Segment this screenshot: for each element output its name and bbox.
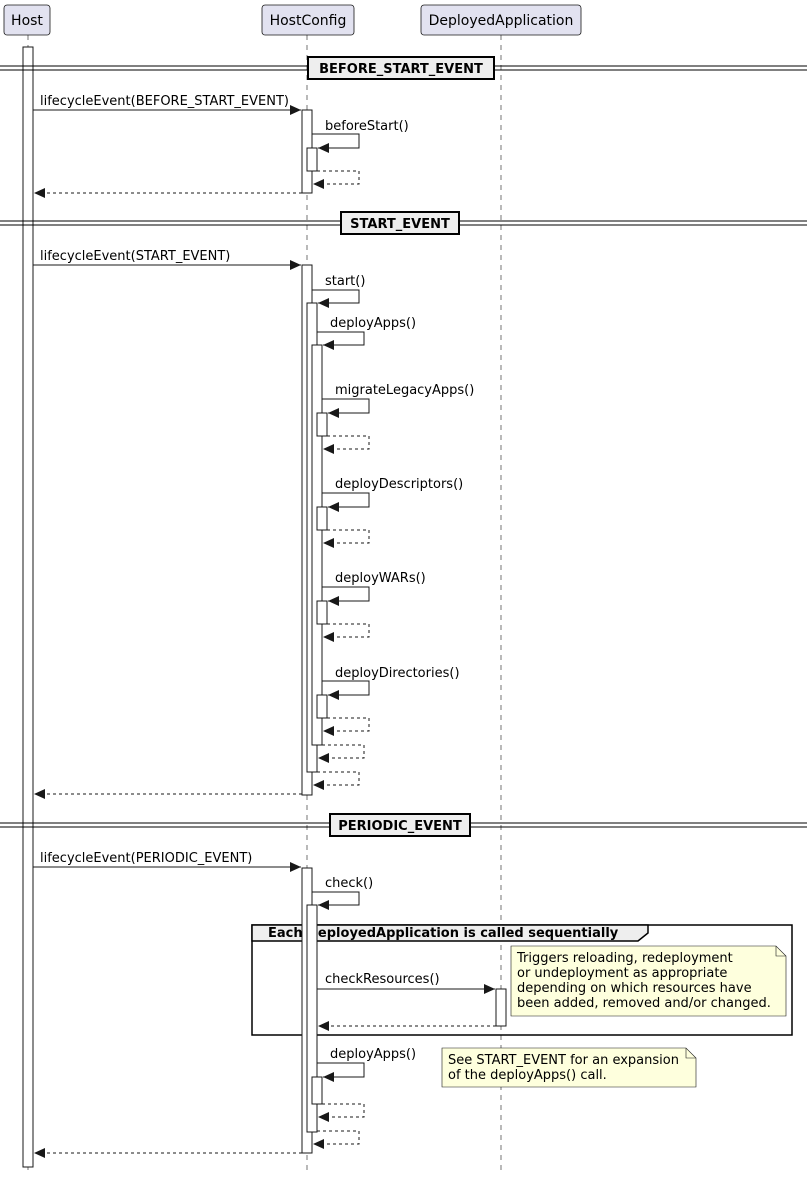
message-label: lifecycleEvent(START_EVENT) xyxy=(40,249,230,264)
separator-before-start-label: BEFORE_START_EVENT xyxy=(319,62,483,77)
message-label: migrateLegacyApps() xyxy=(335,383,474,398)
activation-check xyxy=(306,904,318,1133)
return-deploy-apps-periodic xyxy=(318,1103,365,1122)
activation-beforestart xyxy=(306,147,318,172)
group-label: Each DeployedApplication is called seque… xyxy=(268,926,619,941)
message-label: check() xyxy=(325,876,373,891)
return-deploy-descriptors xyxy=(323,529,370,548)
message-deploy-directories: deployDirectories() xyxy=(322,666,460,700)
note-line: depending on which resources have xyxy=(517,981,752,996)
return-deploy-directories xyxy=(323,717,370,736)
participant-hostconfig-label: HostConfig xyxy=(270,13,347,29)
message-check: check() xyxy=(312,876,373,910)
message-label: beforeStart() xyxy=(325,119,409,134)
group-frame: Each DeployedApplication is called seque… xyxy=(251,924,793,1036)
message-label: deployApps() xyxy=(330,316,416,331)
message-lifecycle-periodic: lifecycleEvent(PERIODIC_EVENT) xyxy=(33,851,301,872)
return-check xyxy=(313,1130,360,1149)
message-start: start() xyxy=(312,274,365,308)
message-deploy-descriptors: deployDescriptors() xyxy=(322,477,463,512)
message-deploy-apps-periodic: deployApps() xyxy=(317,1047,416,1082)
return-deploy-wars xyxy=(323,623,370,642)
message-label: lifecycleEvent(PERIODIC_EVENT) xyxy=(40,851,252,866)
activation-wars xyxy=(316,600,328,625)
separator-start-label: START_EVENT xyxy=(350,217,450,232)
activation-migrate xyxy=(316,412,328,437)
message-deploy-apps: deployApps() xyxy=(317,316,416,350)
participant-deployed: DeployedApplication xyxy=(420,4,582,36)
note-line: or undeployment as appropriate xyxy=(517,966,727,981)
return-before-start xyxy=(313,170,360,189)
participant-host: Host xyxy=(3,4,51,36)
return-start xyxy=(313,771,360,790)
separator-start: START_EVENT xyxy=(0,211,807,235)
activation-deployapps xyxy=(311,344,323,746)
message-deploy-wars: deployWARs() xyxy=(322,571,426,606)
activation-descriptors xyxy=(316,506,328,531)
note-line: See START_EVENT for an expansion xyxy=(448,1053,679,1068)
separator-before-start: BEFORE_START_EVENT xyxy=(0,56,807,80)
message-label: start() xyxy=(325,274,365,289)
participant-hostconfig: HostConfig xyxy=(261,4,355,36)
message-label: deployApps() xyxy=(330,1047,416,1062)
message-check-resources: checkResources() xyxy=(317,972,495,994)
message-label: lifecycleEvent(BEFORE_START_EVENT) xyxy=(40,94,289,109)
separator-periodic-label: PERIODIC_EVENT xyxy=(338,819,462,834)
message-lifecycle-start: lifecycleEvent(START_EVENT) xyxy=(33,249,301,270)
message-label: deployWARs() xyxy=(335,571,426,586)
activation-deployapps-periodic xyxy=(311,1076,323,1105)
return-deploy-apps xyxy=(318,744,365,763)
message-before-start: beforeStart() xyxy=(312,119,409,153)
activation-checkresources xyxy=(495,988,507,1027)
activations xyxy=(22,46,507,1168)
participant-deployed-label: DeployedApplication xyxy=(429,13,574,29)
message-label: deployDescriptors() xyxy=(335,477,463,492)
message-lifecycle-before-start: lifecycleEvent(BEFORE_START_EVENT) xyxy=(33,94,301,115)
note-deploy-apps: See START_EVENT for an expansion of the … xyxy=(441,1047,697,1088)
message-label: deployDirectories() xyxy=(335,666,460,681)
message-migrate-legacy-apps: migrateLegacyApps() xyxy=(322,383,474,418)
return-migrate-legacy-apps xyxy=(323,435,370,454)
activation-directories xyxy=(316,694,328,719)
participant-host-label: Host xyxy=(11,13,43,29)
note-line: been added, removed and/or changed. xyxy=(517,996,771,1011)
note-check-resources: Triggers reloading, redeployment or unde… xyxy=(510,945,787,1017)
note-line: Triggers reloading, redeployment xyxy=(516,951,733,966)
separator-periodic: PERIODIC_EVENT xyxy=(0,813,807,837)
note-line: of the deployApps() call. xyxy=(448,1068,607,1083)
activation-host xyxy=(22,46,34,1168)
message-label: checkResources() xyxy=(325,972,440,987)
